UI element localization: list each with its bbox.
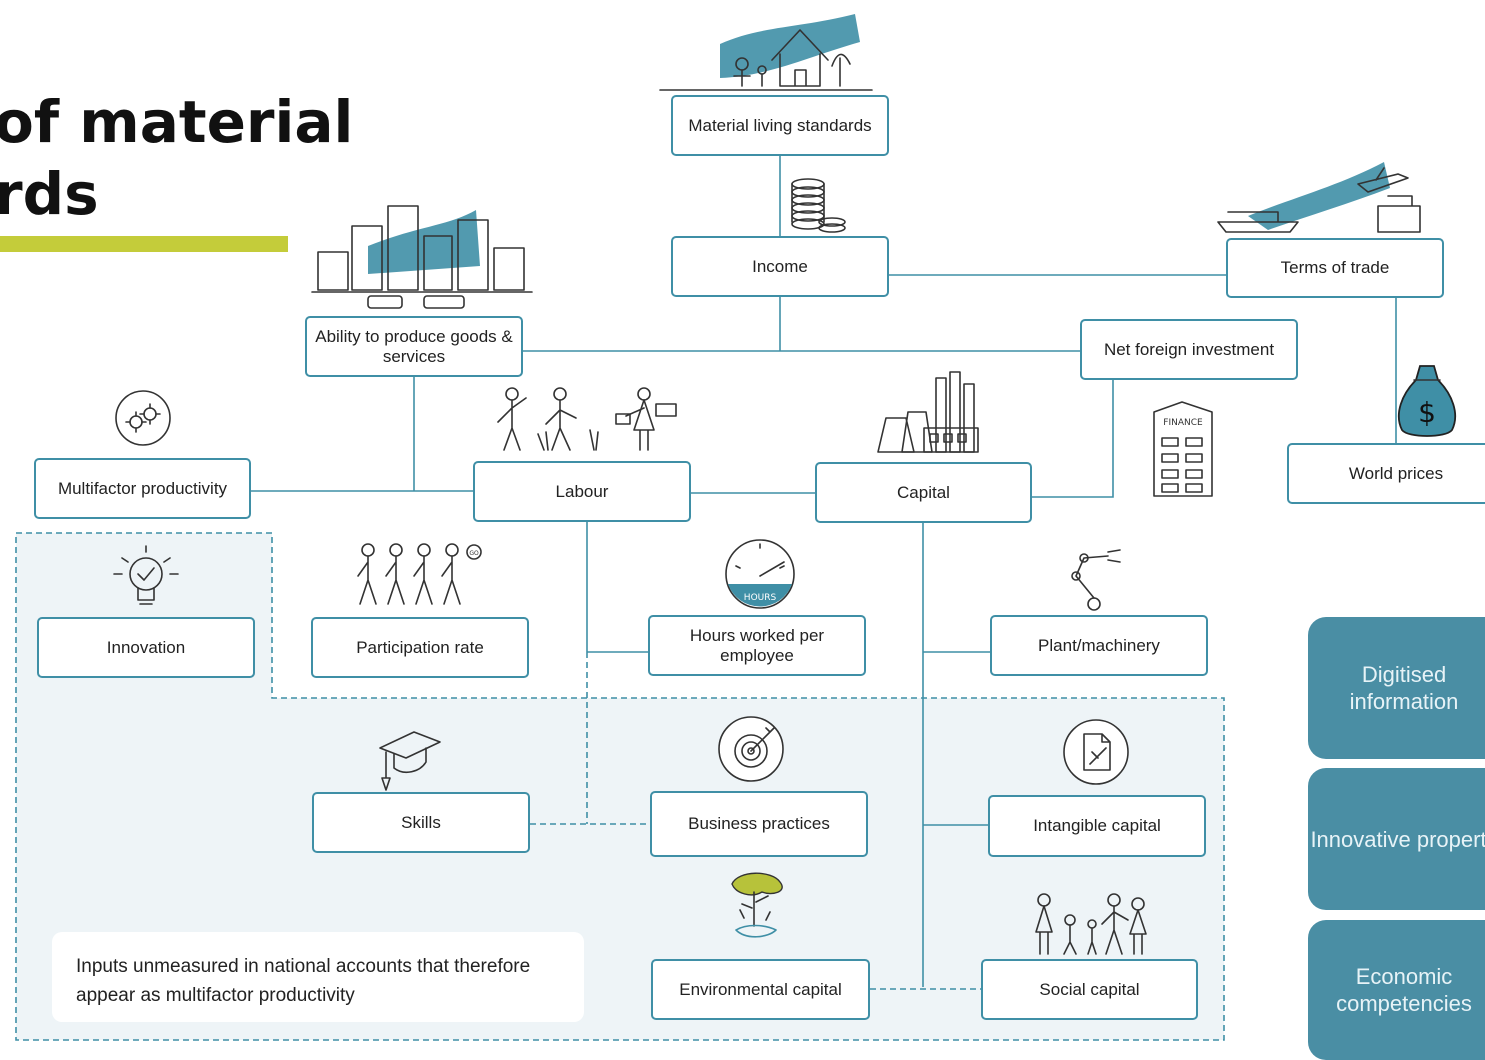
- terms-of-trade-label: Terms of trade: [1280, 258, 1390, 277]
- material-living-standards-box: Material living standards: [671, 95, 889, 156]
- ability-to-produce-label: Ability to produce goods & services: [315, 326, 513, 366]
- labour-label: Labour: [555, 481, 609, 501]
- dollar-label: $: [1418, 396, 1436, 429]
- people-go-icon: GO: [357, 543, 482, 605]
- city-icon: [311, 205, 533, 309]
- social-capital-box: Social capital: [981, 959, 1198, 1020]
- plant-machinery-box: Plant/machinery: [990, 615, 1208, 676]
- business-practices-label: Business practices: [688, 814, 830, 833]
- money-bag-icon: $: [1397, 365, 1457, 437]
- terms-of-trade-box: Terms of trade: [1226, 238, 1444, 298]
- workers-icon: [497, 387, 677, 451]
- title-accent-bar: [0, 236, 288, 252]
- title-line-2: rds: [0, 160, 99, 228]
- side-card-label: Digitised information: [1349, 662, 1459, 714]
- skills-label: Skills: [401, 812, 441, 832]
- innovation-box: Innovation: [37, 617, 255, 678]
- world-prices-label: World prices: [1348, 463, 1444, 483]
- house-family-icon: [659, 14, 873, 91]
- finance-label: FINANCE: [1163, 418, 1203, 428]
- innovation-label: Innovation: [106, 637, 186, 657]
- income-label: Income: [752, 256, 808, 276]
- net-foreign-investment-label: Net foreign investment: [1103, 339, 1275, 359]
- intangible-capital-label: Intangible capital: [1033, 816, 1161, 835]
- hours-gauge-icon: HOURS: [725, 539, 795, 609]
- patent-icon: [1063, 719, 1129, 785]
- income-box: Income: [671, 236, 889, 297]
- side-card-economic-competencies: Economic competencies: [1308, 920, 1485, 1060]
- finance-building-icon: FINANCE: [1153, 401, 1213, 497]
- hours-label: HOURS: [744, 593, 777, 603]
- material-living-standards-label: Material living standards: [688, 115, 872, 135]
- participation-rate-label: Participation rate: [356, 637, 484, 657]
- gears-head-icon: [115, 390, 171, 446]
- title-line-1: of material: [0, 88, 354, 156]
- family-icon: [1035, 893, 1147, 955]
- business-practices-box: Business practices: [650, 791, 868, 857]
- graduation-cap-icon: [379, 731, 441, 791]
- multifactor-productivity-label: Multifactor productivity: [57, 478, 228, 498]
- tree-icon: [731, 872, 783, 938]
- side-card-label: Economic competencies: [1336, 964, 1472, 1016]
- hours-worked-label: Hours worked per employee: [689, 625, 825, 665]
- skills-box: Skills: [312, 792, 530, 853]
- multifactor-productivity-box: Multifactor productivity: [34, 458, 251, 519]
- labour-box: Labour: [473, 461, 691, 522]
- go-label: GO: [469, 550, 479, 557]
- environmental-capital-box: Environmental capital: [651, 959, 870, 1020]
- side-card-digitised-information: Digitised information: [1308, 617, 1485, 759]
- participation-rate-box: Participation rate: [311, 617, 529, 678]
- capital-label: Capital: [897, 482, 950, 502]
- factory-icon: [877, 371, 979, 453]
- unmeasured-inputs-region: [15, 532, 1225, 1041]
- page-title: of material rds: [0, 86, 353, 230]
- plant-machinery-label: Plant/machinery: [1038, 635, 1160, 655]
- world-prices-box: World prices: [1287, 443, 1485, 504]
- coins-icon: [791, 178, 846, 233]
- side-card-innovative-property: Innovative property: [1308, 768, 1485, 910]
- side-card-label: Innovative property: [1310, 826, 1485, 852]
- trade-ship-plane-icon: [1217, 162, 1421, 233]
- lightbulb-icon: [113, 545, 179, 605]
- net-foreign-investment-box: Net foreign investment: [1080, 319, 1298, 380]
- social-capital-label: Social capital: [1039, 979, 1140, 999]
- hours-worked-box: Hours worked per employee: [648, 615, 866, 676]
- intangible-capital-box: Intangible capital: [988, 795, 1206, 857]
- capital-box: Capital: [815, 462, 1032, 523]
- robot-arm-icon: [1071, 549, 1121, 611]
- ability-to-produce-box: Ability to produce goods & services: [305, 316, 523, 377]
- target-icon: [718, 716, 784, 782]
- unmeasured-inputs-note: Inputs unmeasured in national accounts t…: [52, 932, 584, 1022]
- environmental-capital-label: Environmental capital: [679, 979, 842, 999]
